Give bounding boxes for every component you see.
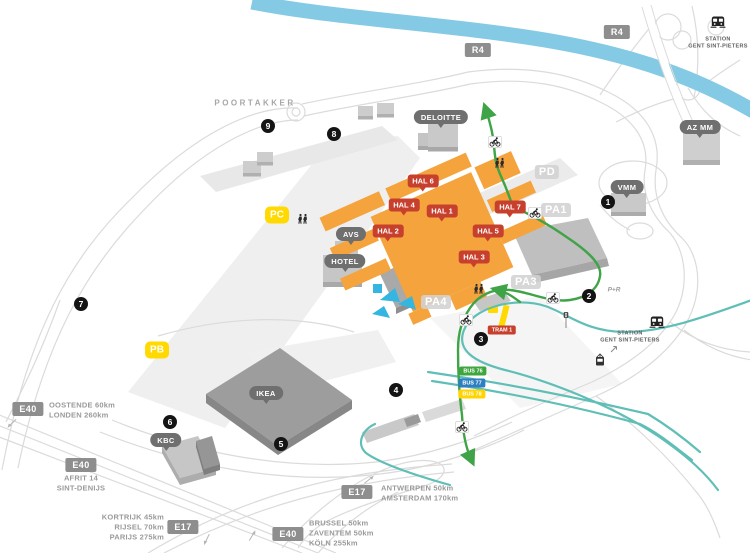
pedestrians-icon [495,157,506,169]
roads [0,5,750,553]
ramp-arrow-icon [245,528,260,542]
vmm-building [611,193,646,216]
route-marker-5: 5 [274,437,288,451]
destination-line: AFRIT 14 [63,473,99,483]
hall-badge-hal-5: HAL 5 [472,224,504,241]
destination-line: AMSTERDAM 170km [381,493,459,502]
station-line: GENT SINT-PIETERS [600,338,660,344]
road-badge-r4: R4 [464,43,492,57]
station-line: GENT SINT-PIETERS [688,44,748,50]
hall-badge-hal-6: HAL 6 [407,174,439,191]
station-line: STATION [617,330,643,337]
hall-badge-hal-2: HAL 2 [372,224,404,241]
transit-badge-tram-1: TRAM 1 [487,325,517,335]
area-label-poortakker: POORTAKKER [214,98,296,108]
building-badge-deloitte: DELOITTE [413,110,469,128]
area-label-p+r: P+R [607,286,621,294]
parking-garage-building [513,218,609,283]
route-marker-3: 3 [474,332,488,346]
parking-label-pa3: PA3 [510,275,542,289]
route-marker-9: 9 [261,119,275,133]
cyclist-icon [488,136,502,148]
route-marker-7: 7 [74,297,88,311]
destination-line: PARIJS 275km [109,531,164,541]
ramp-arrow-icon [362,473,376,485]
route-marker-4: 4 [389,383,403,397]
entrance-plaza-feature [372,284,416,318]
small-buildings [243,103,394,177]
road-badge-e40: E40 [272,527,304,541]
road-badge-e17: E17 [167,520,199,534]
route-marker-6: 6 [163,415,177,429]
road-badge-r4: R4 [603,25,631,39]
pedestrians-icon [474,283,485,295]
az-mm-building [683,131,720,165]
destination-line: ANTWERPEN 50km [381,483,454,493]
transit-badge-bus-76: BUS 76 [459,366,487,376]
cyclist-icon [459,314,473,326]
destination-line: LONDEN 260km [49,410,109,419]
route-marker-2: 2 [582,289,596,303]
hall-badge-hal-1: HAL 1 [426,204,458,221]
parking-label-pd: PD [534,165,560,179]
parking-badge-pc: PC [265,206,289,224]
cycle-routes [456,102,602,467]
ramp-arrow-icon [5,418,19,431]
road-badge-e40: E40 [12,402,44,416]
train-icon [649,316,665,328]
route-marker-1: 1 [601,195,615,209]
destination-line: KORTRIJK 45km [101,512,164,522]
river [250,0,750,118]
parking-label-pa1: PA1 [540,203,572,217]
cyclist-icon [455,421,469,433]
tram-lines [359,299,750,492]
road-badge-e40: E40 [65,458,97,472]
route-marker-8: 8 [327,127,341,141]
building-badge-az-mm: AZ MM [679,120,721,138]
tram-icon [595,353,606,367]
station-line: STATION [705,36,731,43]
building-badge-ikea: IKEA [249,386,283,404]
destination-line: SINT-DENIJS [56,483,106,492]
direction-arrow-icon [610,345,619,354]
train-icon [710,16,726,28]
transit-badge-bus-77: BUS 77 [458,378,486,388]
destination-line: ZAVENTEM 50km [309,528,374,538]
building-badge-hotel: HOTEL [324,254,366,272]
cyclist-icon [528,207,542,219]
road-badge-e17: E17 [341,485,373,499]
destination-line: OOSTENDE 60km [49,400,115,410]
building-badge-kbc: KBC [150,433,182,451]
cyclist-icon [546,292,560,304]
destination-line: BRUSSEL 50km [309,518,369,528]
destination-line: RIJSEL 70km [114,522,164,532]
traffic-light-icon [563,312,570,329]
parking-badge-pb: PB [145,341,169,359]
transit-badge-bus-78: BUS 78 [458,389,486,399]
pedestrians-icon [298,213,309,225]
hall-badge-hal-4: HAL 4 [388,198,420,215]
destination-line: KÖLN 255km [309,537,358,547]
hall-badge-hal-3: HAL 3 [458,250,490,267]
building-badge-avs: AVS [335,227,367,245]
hall-badge-hal-7: HAL 7 [494,200,526,217]
building-badge-vmm: VMM [610,180,644,198]
parking-label-pa4: PA4 [420,295,452,309]
ramp-arrow-icon [200,533,215,548]
